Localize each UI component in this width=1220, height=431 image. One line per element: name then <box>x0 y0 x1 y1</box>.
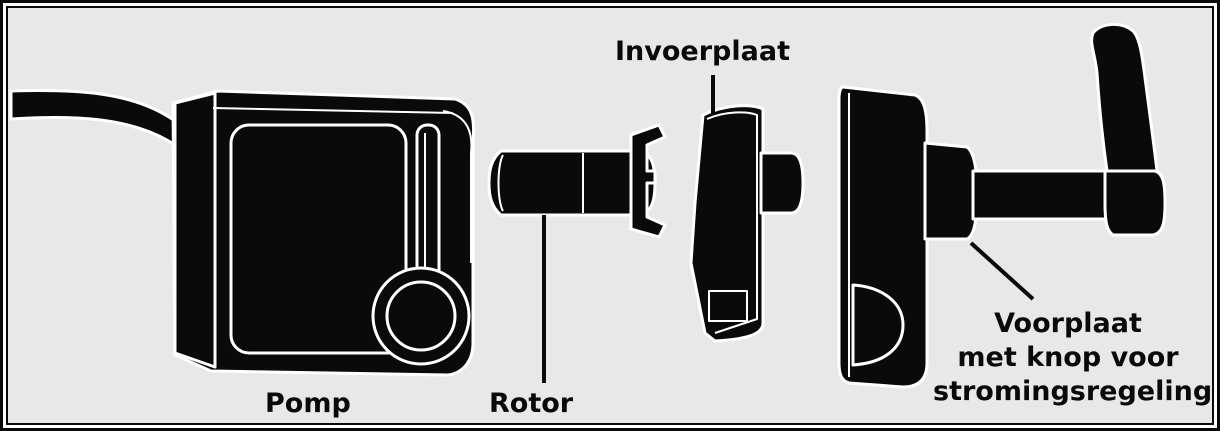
label-rotor: Rotor <box>489 389 573 419</box>
power-cable <box>11 90 175 145</box>
pump-body <box>173 91 474 375</box>
label-voorplaat: Voorplaat met knop voor stromingsregelin… <box>933 307 1203 409</box>
intake-plate-part <box>691 106 803 341</box>
label-invoerplaat: Invoerplaat <box>615 37 790 67</box>
label-pomp: Pomp <box>265 389 351 419</box>
label-voorplaat-line2: met knop voor <box>933 341 1203 375</box>
label-voorplaat-line1: Voorplaat <box>933 307 1203 341</box>
rotor-part <box>489 125 665 237</box>
label-voorplaat-line3: stromingsregeling <box>933 375 1203 409</box>
front-plate-pointer-line <box>971 243 1033 299</box>
